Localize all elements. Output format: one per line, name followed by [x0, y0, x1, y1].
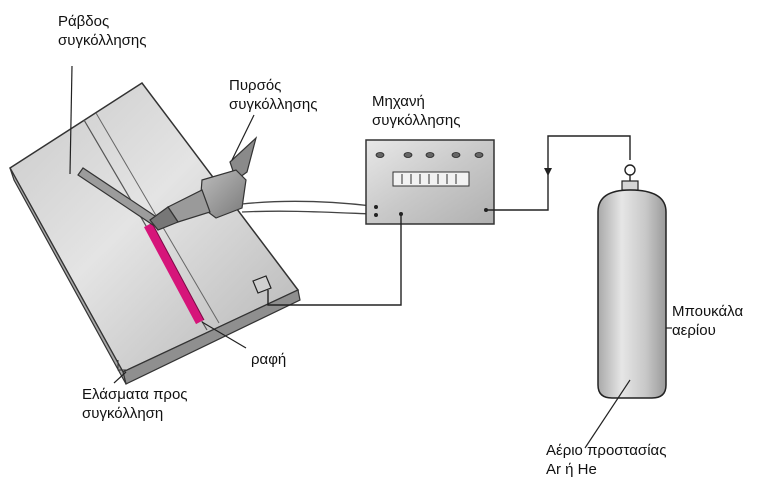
weld-seam	[144, 222, 204, 325]
label-filler-rod: Ράβδος συγκόλλησης	[58, 13, 147, 49]
label-shielding-gas: Αέριο προστασίας Ar ή He	[546, 442, 667, 478]
gas-line	[486, 135, 631, 211]
ground-cable	[252, 214, 402, 306]
label-machine: Μηχανή συγκόλλησης	[372, 93, 461, 129]
label-cylinder: Μπουκάλα αερίου	[672, 303, 744, 339]
gas-cylinder	[597, 164, 667, 399]
welding-machine	[365, 139, 495, 225]
label-plates: Ελάσματα προς συγκόλληση	[82, 386, 188, 422]
label-torch: Πυρσός συγκόλλησης	[229, 77, 318, 113]
welding-torch	[149, 136, 258, 231]
leader-lines	[69, 65, 672, 449]
torch-hoses	[241, 200, 373, 215]
label-seam: ραφή	[251, 351, 287, 368]
